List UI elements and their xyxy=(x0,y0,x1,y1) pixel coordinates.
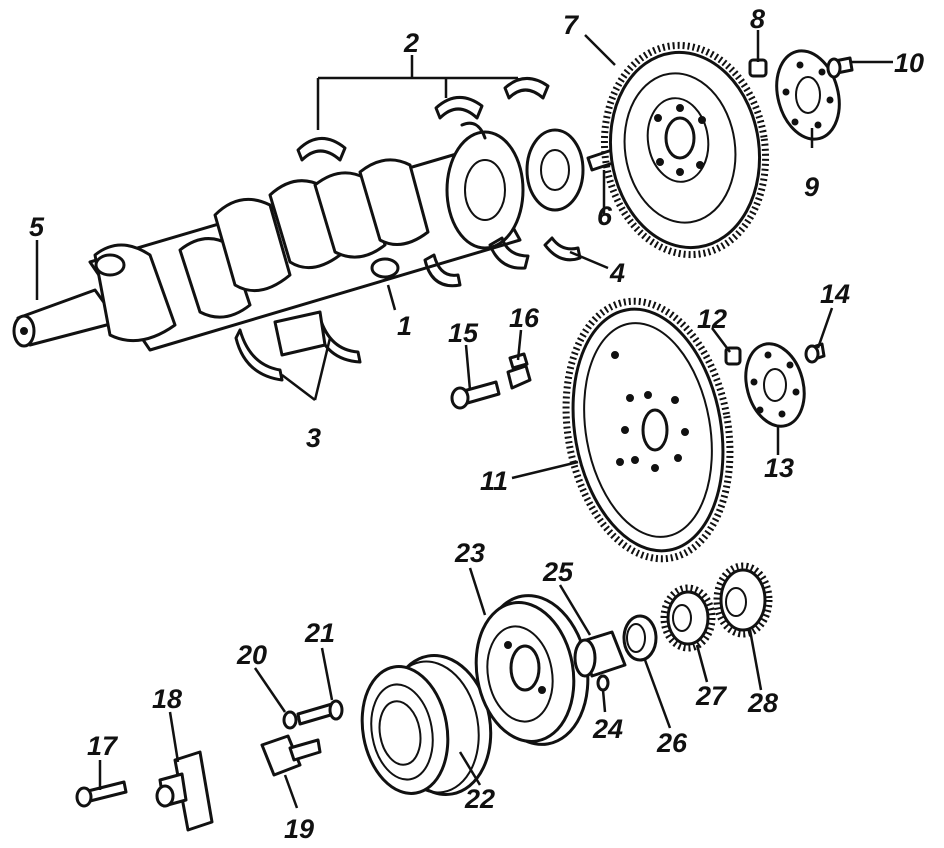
callout-20: 20 xyxy=(236,640,267,670)
damper-bolt[interactable] xyxy=(260,734,322,777)
bracket-bolt[interactable] xyxy=(75,780,128,808)
retainer-plate-lower[interactable] xyxy=(737,337,813,433)
oil-slinger[interactable] xyxy=(622,614,658,662)
balancer-icon[interactable] xyxy=(466,587,600,753)
lower-main-bearings[interactable] xyxy=(234,310,362,382)
callout-26: 26 xyxy=(656,728,688,758)
callout-3: 3 xyxy=(306,423,321,453)
callout-10: 10 xyxy=(894,48,924,78)
callout-21: 21 xyxy=(304,618,335,648)
callout-9: 9 xyxy=(804,172,819,202)
callout-12: 12 xyxy=(697,304,727,334)
callout-8: 8 xyxy=(750,4,765,34)
bearing-cap-bolt[interactable] xyxy=(450,380,501,410)
callout-14: 14 xyxy=(820,279,850,309)
callout-27: 27 xyxy=(695,681,728,711)
callout-28: 28 xyxy=(747,688,778,718)
leader-lines xyxy=(35,30,893,809)
callout-25: 25 xyxy=(542,557,574,587)
callout-13: 13 xyxy=(764,453,794,483)
flywheel-bolt[interactable] xyxy=(826,56,854,79)
timing-bracket[interactable] xyxy=(155,750,214,832)
flexplate-icon[interactable] xyxy=(547,288,750,572)
pulley-bolt[interactable] xyxy=(296,699,344,726)
callout-2: 2 xyxy=(403,28,419,58)
sprocket-gear-icon[interactable] xyxy=(713,562,773,638)
callout-6: 6 xyxy=(597,201,613,231)
flywheel-dowel[interactable] xyxy=(748,58,768,78)
callout-19: 19 xyxy=(284,814,314,844)
callout-15: 15 xyxy=(448,318,479,348)
callout-11: 11 xyxy=(480,466,508,496)
callout-1: 1 xyxy=(397,311,412,341)
callout-5: 5 xyxy=(29,212,45,242)
bearing-cap-dowel[interactable] xyxy=(506,352,532,390)
callout-4: 4 xyxy=(609,258,625,288)
callout-24: 24 xyxy=(592,714,623,744)
rear-seal[interactable] xyxy=(525,128,585,212)
thrust-bearing[interactable] xyxy=(423,236,582,288)
callout-17: 17 xyxy=(87,731,119,761)
callout-7: 7 xyxy=(563,10,580,40)
retainer-plate-upper[interactable] xyxy=(767,44,848,146)
flywheel-icon[interactable] xyxy=(591,35,779,265)
crank-sleeve[interactable] xyxy=(573,630,627,678)
callout-labels: 1 2 3 4 5 6 7 8 9 10 11 12 13 14 15 16 1… xyxy=(29,4,924,844)
callout-22: 22 xyxy=(464,784,495,814)
crankshaft-icon[interactable] xyxy=(12,130,525,352)
callout-16: 16 xyxy=(509,303,540,333)
damper-washer[interactable] xyxy=(282,710,298,730)
callout-18: 18 xyxy=(152,684,182,714)
gear-icon[interactable] xyxy=(660,584,716,652)
crank-key[interactable] xyxy=(596,674,610,692)
callout-23: 23 xyxy=(454,538,485,568)
flexplate-bolt[interactable] xyxy=(804,342,826,364)
